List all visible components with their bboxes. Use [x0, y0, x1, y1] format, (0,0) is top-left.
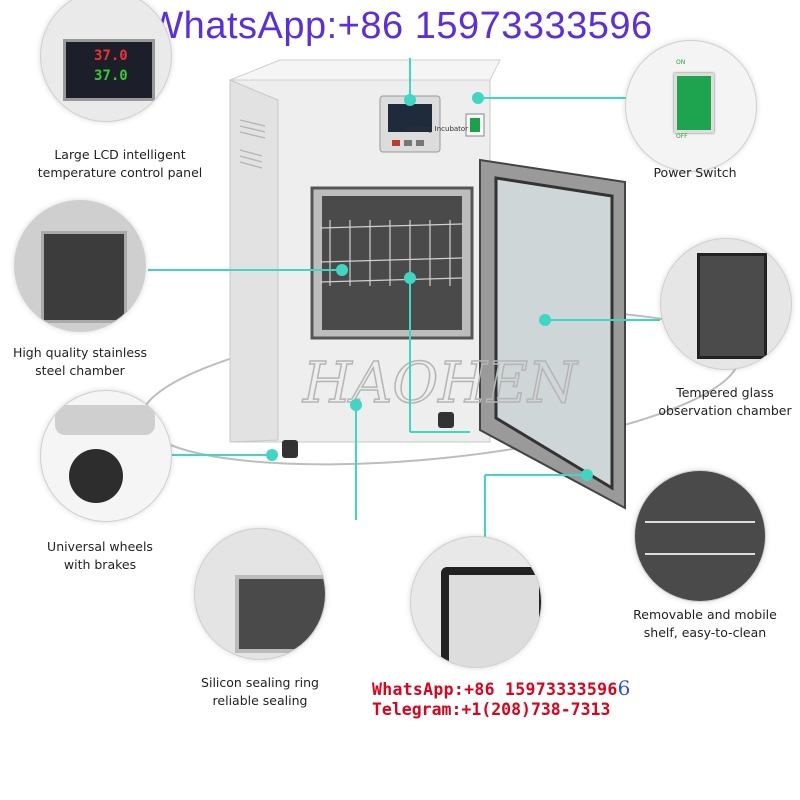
chamber-shelf-icon — [41, 231, 127, 323]
door-seal-detail — [410, 536, 542, 668]
cabinet-top — [229, 59, 501, 81]
sealing-detail — [194, 528, 326, 660]
cabinet-side — [229, 79, 279, 443]
callout-lines — [148, 58, 660, 540]
shelf-detail — [634, 470, 766, 602]
contact-telegram: Telegram:+1(208)738-7313 — [372, 700, 611, 719]
power-switch-detail: ON OFF — [625, 40, 757, 172]
power-switch-icon — [674, 73, 714, 133]
lcd-panel-detail: 37.0 37.0 — [40, 0, 172, 122]
chamber-shelves — [319, 220, 463, 286]
caption-power: Power Switch — [653, 165, 737, 180]
whatsapp-banner: WhatsApp:+86 15973333596 — [147, 5, 653, 47]
lcd-screen: 37.0 37.0 — [63, 39, 155, 101]
watermark-text: HAOHEN — [302, 351, 579, 416]
lcd-reading-bottom: 37.0 — [94, 68, 128, 84]
chamber-detail — [14, 200, 146, 332]
lcd-reading-top: 37.0 — [94, 48, 128, 64]
wheel-detail — [40, 390, 172, 522]
control-display — [388, 104, 432, 132]
glass-door-icon — [697, 253, 767, 359]
door-seal-icon — [441, 567, 541, 667]
contact-whatsapp: WhatsApp:+86 159733335966 — [372, 676, 631, 700]
wheel-icon — [69, 449, 123, 503]
switch-on-label: ON — [676, 59, 686, 66]
switch-off-label: OFF — [676, 133, 688, 140]
callout-dots — [266, 92, 593, 481]
glass-detail — [660, 238, 792, 370]
wheels — [282, 412, 454, 458]
vent-slots — [239, 119, 266, 169]
wheel-mount — [55, 405, 155, 435]
door-glass — [494, 176, 614, 491]
sealing-ring-icon — [235, 575, 325, 653]
device-label: Heating Incubator — [405, 125, 468, 133]
shelf-icon — [645, 521, 755, 555]
